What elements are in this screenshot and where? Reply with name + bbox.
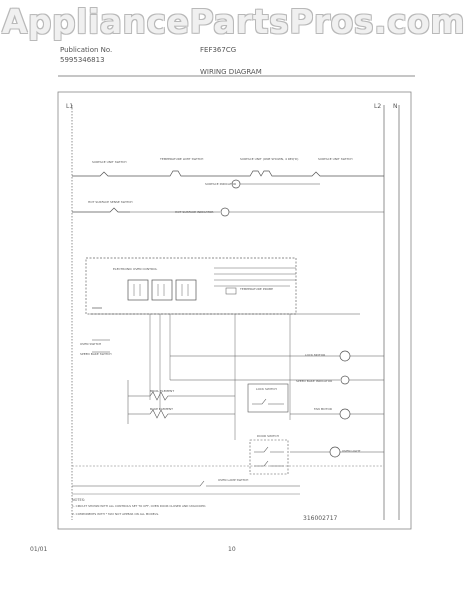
footer-date: 01/01 bbox=[30, 546, 47, 553]
surface-unit-switch-left-label: SURFACE UNIT SWITCH bbox=[92, 160, 126, 164]
speed-bake-switch-label: SPEED BAKE SWITCH bbox=[80, 352, 111, 356]
surface-unit-switch-right-label: SURFACE UNIT SWITCH bbox=[318, 157, 352, 161]
broil-element-symbol bbox=[128, 391, 235, 401]
oven-light-label: OVEN LIGHT bbox=[342, 449, 361, 453]
lock-motor-label: LOCK MOTOR bbox=[305, 353, 325, 357]
relay-1 bbox=[127, 279, 149, 301]
lock-switch-box bbox=[247, 383, 289, 413]
diagram-title: WIRING DIAGRAM bbox=[200, 68, 262, 76]
bake-element-label: BAKE ELEMENT bbox=[150, 407, 173, 411]
temperature-limit-switch-label: TEMPERATURE LIMIT SWITCH bbox=[159, 157, 203, 161]
bake-element-symbol bbox=[128, 409, 235, 419]
publication-number: 5995346813 bbox=[60, 56, 105, 64]
hot-surface-indicator-lamp bbox=[220, 207, 230, 217]
surface-unit-pair-label: SURFACE UNIT (ONE SHOWN, 4 REQ'D) bbox=[240, 157, 298, 161]
oven-switch-label: OVEN SWITCH bbox=[80, 342, 101, 346]
footer-page: 10 bbox=[228, 546, 236, 553]
publication-label: Publication No. bbox=[60, 46, 113, 54]
fan-motor-symbol bbox=[339, 408, 351, 420]
line-l1-label: L1 bbox=[66, 103, 73, 110]
diagram-border bbox=[57, 91, 412, 530]
part-number: 316002717 bbox=[303, 515, 338, 522]
surface-unit-circuit bbox=[118, 170, 384, 177]
note-1: 1. CIRCUIT SHOWN WITH ALL CONTROLS SET T… bbox=[72, 504, 206, 508]
notes-heading: NOTES: bbox=[72, 498, 85, 502]
temperature-probe-label: TEMPERATURE PROBE bbox=[239, 287, 273, 291]
lock-switch-label: LOCK SWITCH bbox=[256, 387, 277, 391]
surface-indicator-label: SURFACE INDICATOR bbox=[205, 182, 236, 186]
surface-switch-left bbox=[72, 171, 118, 177]
oven-lamp-switch-label: OVEN LAMP SWITCH bbox=[218, 478, 248, 482]
electronic-oven-control-label: ELECTRONIC OVEN CONTROL bbox=[113, 267, 157, 271]
model-number: FEF367CG bbox=[200, 46, 237, 54]
note-2: 2. COMPONENTS WITH * MAY NOT APPEAR ON A… bbox=[72, 512, 159, 516]
fan-motor-label: FAN MOTOR bbox=[314, 407, 332, 411]
watermark-logo: AppliancePartsPros.com bbox=[1, 2, 466, 41]
speed-bake-indicator-lamp bbox=[340, 375, 350, 385]
lock-motor-symbol bbox=[339, 350, 351, 362]
door-switch-label: DOOR SWITCH bbox=[257, 434, 279, 438]
hot-surface-sense-switch-label: HOT SURFACE SENSE SWITCH bbox=[88, 200, 133, 204]
temperature-probe-symbol bbox=[225, 287, 237, 295]
line-l2-label: L2 bbox=[374, 103, 381, 110]
speed-bake-indicator-label: SPEED BAKE INDICATOR bbox=[296, 379, 332, 383]
relay-3 bbox=[175, 279, 197, 301]
relay-2 bbox=[151, 279, 173, 301]
door-switch-box bbox=[249, 439, 289, 475]
oven-light-symbol bbox=[329, 446, 341, 458]
broil-element-label: BROIL ELEMENT bbox=[150, 389, 174, 393]
line-n-label: N bbox=[393, 103, 398, 110]
